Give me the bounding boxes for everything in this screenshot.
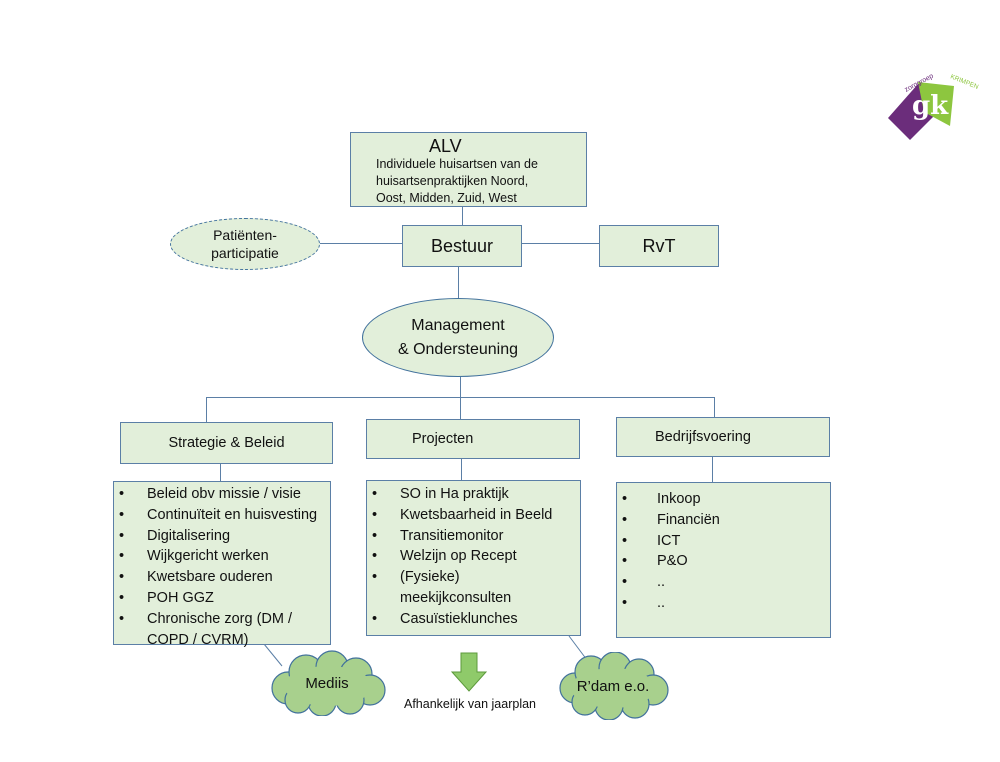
list-item: Digitalisering xyxy=(114,526,330,547)
bedrijfsvoering-list: Inkoop Financiën ICT P&O .. .. xyxy=(616,482,831,638)
list-item: Transitiemonitor xyxy=(367,526,580,547)
patienten-line-1: Patiënten- xyxy=(213,227,277,243)
rdam-cloud: R’dam e.o. xyxy=(555,652,671,720)
alv-line-1: Individuele huisartsen van de xyxy=(376,157,538,171)
list-item: Kwetsbare ouderen xyxy=(114,567,330,588)
connector-bestuur-management xyxy=(458,267,459,299)
list-item: Beleid obv missie / visie xyxy=(114,484,330,505)
strategie-list: Beleid obv missie / visie Continuïteit e… xyxy=(113,481,331,648)
list-item: Casuïstieklunches xyxy=(367,609,580,630)
connector-projecten-list xyxy=(461,459,462,480)
bestuur-label: Bestuur xyxy=(430,235,494,256)
list-item: (Fysieke) xyxy=(367,567,580,588)
connector-bestuur-rvt xyxy=(522,243,599,244)
rvt-box: RvT xyxy=(599,225,719,267)
list-item: Continuïteit en huisvesting xyxy=(114,505,330,526)
strategie-header: Strategie & Beleid xyxy=(120,422,333,464)
list-item: Inkoop xyxy=(617,489,830,510)
list-item: Wijkgericht werken xyxy=(114,546,330,567)
connector-bus xyxy=(206,397,715,398)
arrow-caption: Afhankelijk van jaarplan xyxy=(403,697,537,711)
list-item: ICT xyxy=(617,531,830,552)
mediis-label: Mediis xyxy=(305,674,349,692)
logo: gk zorggroep KRIMPEN xyxy=(880,70,980,148)
connector-patienten-bestuur xyxy=(320,243,402,244)
rdam-label: R’dam e.o. xyxy=(576,677,650,695)
management-ellipse: Management & Ondersteuning xyxy=(362,298,554,377)
list-item: .. xyxy=(617,593,830,614)
logo-letters: gk xyxy=(912,91,949,121)
bestuur-box: Bestuur xyxy=(402,225,522,267)
list-item: Welzijn op Recept xyxy=(367,546,580,567)
management-line-2: & Ondersteuning xyxy=(397,340,519,358)
list-item: SO in Ha praktijk xyxy=(367,484,580,505)
bedrijfsvoering-header-label: Bedrijfsvoering xyxy=(655,429,751,445)
list-item-continuation: meekijkconsulten xyxy=(400,589,512,606)
list-item: Chronische zorg (DM / xyxy=(114,609,330,630)
list-item-continuation: COPD / CVRM) xyxy=(147,631,249,648)
rvt-label: RvT xyxy=(642,235,676,256)
list-item: P&O xyxy=(617,551,830,572)
projecten-list: SO in Ha praktijk Kwetsbaarheid in Beeld… xyxy=(366,480,581,636)
management-line-1: Management xyxy=(411,316,505,334)
down-arrow-icon xyxy=(450,652,488,692)
mediis-cloud: Mediis xyxy=(266,650,388,716)
alv-line-2: huisartsenpraktijken Noord, xyxy=(376,174,529,188)
strategie-header-label: Strategie & Beleid xyxy=(168,435,285,451)
list-item: Kwetsbaarheid in Beeld xyxy=(367,505,580,526)
projecten-header: Projecten xyxy=(366,419,580,459)
connector-bus-bedrijfsvoering xyxy=(714,397,715,417)
connector-bedrijfsvoering-list xyxy=(712,457,713,482)
connector-strategie-list xyxy=(220,464,221,481)
connector-management-bus xyxy=(460,377,461,419)
connector-bus-strategie xyxy=(206,397,207,422)
alv-line-3: Oost, Midden, Zuid, West xyxy=(376,191,517,205)
bedrijfsvoering-header: Bedrijfsvoering xyxy=(616,417,830,457)
patienten-ellipse: Patiënten- participatie xyxy=(170,218,320,270)
list-item: .. xyxy=(617,572,830,593)
alv-box: ALV Individuele huisartsen van de huisar… xyxy=(350,132,587,207)
projecten-header-label: Projecten xyxy=(412,431,474,447)
list-item: POH GGZ xyxy=(114,588,330,609)
list-item: Financiën xyxy=(617,510,830,531)
connector-alv-bestuur xyxy=(462,207,463,225)
connector-strategie-mediis xyxy=(263,643,283,667)
connector-projecten-rdam xyxy=(568,635,588,661)
patienten-line-2: participatie xyxy=(211,245,279,261)
alv-title: ALV xyxy=(429,136,462,156)
